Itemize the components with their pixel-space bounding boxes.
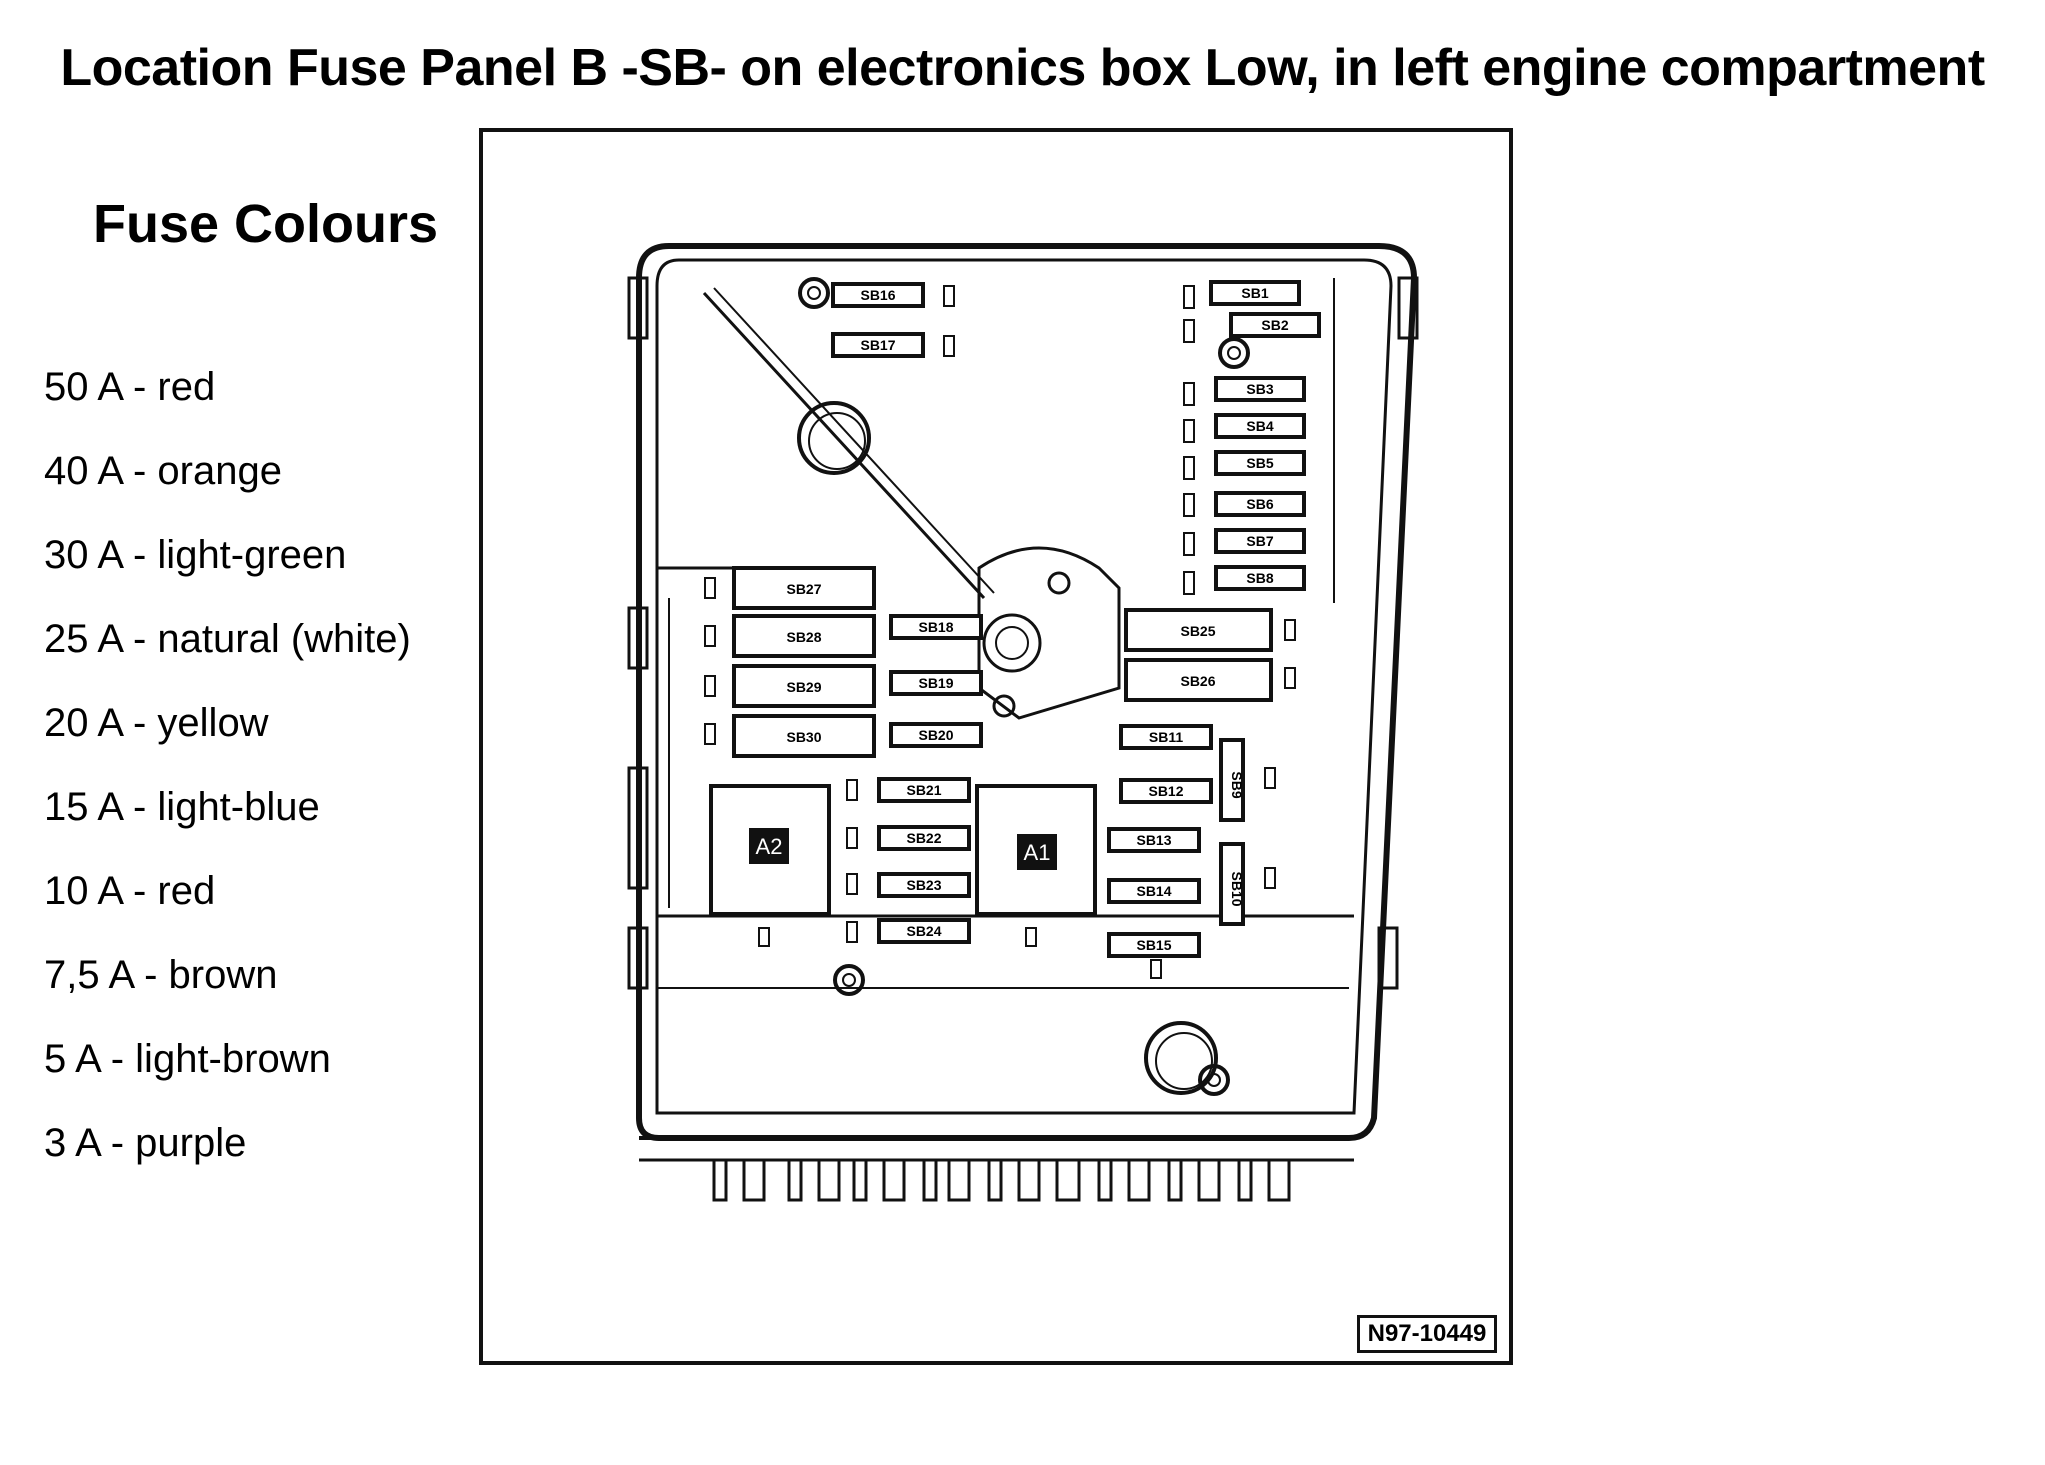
svg-text:SB16: SB16 (860, 287, 895, 303)
diagram-reference-label: N97-10449 (1357, 1315, 1497, 1353)
svg-text:SB7: SB7 (1246, 533, 1273, 549)
svg-text:SB26: SB26 (1180, 673, 1215, 689)
fuse-sb10: SB10 (1219, 842, 1245, 926)
fuse-sb6: SB6 (1214, 491, 1306, 517)
relay-a1: A1 (975, 784, 1097, 916)
legend-item: 30 A - light-green (44, 533, 347, 577)
svg-text:SB17: SB17 (860, 337, 895, 353)
fuse-sb11: SB11 (1119, 724, 1213, 750)
svg-text:SB25: SB25 (1180, 623, 1215, 639)
fuse-sb14: SB14 (1107, 878, 1201, 904)
svg-text:SB18: SB18 (918, 619, 953, 635)
fuse-sb17: SB17 (831, 332, 925, 358)
fuse-sb8: SB8 (1214, 565, 1306, 591)
svg-text:SB19: SB19 (918, 675, 953, 691)
fuse-sb19: SB19 (889, 670, 983, 696)
fuse-sb16: SB16 (831, 282, 925, 308)
svg-text:SB5: SB5 (1246, 455, 1273, 471)
svg-text:SB2: SB2 (1261, 317, 1288, 333)
fuse-sb9: SB9 (1219, 738, 1245, 822)
fuse-sb3: SB3 (1214, 376, 1306, 402)
svg-text:SB29: SB29 (786, 679, 821, 695)
fuse-sb1: SB1 (1209, 280, 1301, 306)
fuse-sb2: SB2 (1229, 312, 1321, 338)
legend-item: 40 A - orange (44, 449, 282, 493)
fuse-sb27: SB27 (732, 566, 876, 610)
svg-text:SB24: SB24 (906, 923, 941, 939)
fuse-sb24: SB24 (877, 918, 971, 944)
relay-a2: A2 (709, 784, 831, 916)
fuse-sb7: SB7 (1214, 528, 1306, 554)
legend-item: 25 A - natural (white) (44, 617, 411, 661)
svg-text:SB1: SB1 (1241, 285, 1268, 301)
fuse-colour-legend: 50 A - red 40 A - orange 30 A - light-gr… (44, 363, 411, 1203)
svg-text:SB3: SB3 (1246, 381, 1273, 397)
fuse-box-diagram: A2 A1 SB16 SB17 SB1 SB2 SB3 SB4 SB5 SB6 … (627, 243, 1419, 1202)
svg-text:SB21: SB21 (906, 782, 941, 798)
fuse-sb20: SB20 (889, 722, 983, 748)
legend-heading: Fuse Colours (93, 194, 439, 254)
svg-text:A2: A2 (756, 834, 783, 859)
legend-item: 7,5 A - brown (44, 953, 278, 997)
central-terminal (977, 546, 1121, 720)
svg-text:SB4: SB4 (1246, 418, 1273, 434)
svg-text:SB10: SB10 (1229, 871, 1245, 906)
fuse-sb29: SB29 (732, 664, 876, 708)
diagram-frame (479, 128, 1513, 1365)
fuse-sb15: SB15 (1107, 932, 1201, 958)
svg-text:SB11: SB11 (1149, 729, 1183, 745)
fuse-sb23: SB23 (877, 872, 971, 898)
svg-text:SB14: SB14 (1136, 883, 1171, 899)
fuse-sb5: SB5 (1214, 450, 1306, 476)
svg-text:SB8: SB8 (1246, 570, 1273, 586)
legend-item: 20 A - yellow (44, 701, 269, 745)
fuse-sb30: SB30 (732, 714, 876, 758)
svg-text:SB27: SB27 (786, 581, 821, 597)
svg-text:A1: A1 (1024, 840, 1051, 865)
legend-item: 3 A - purple (44, 1121, 247, 1165)
svg-text:SB6: SB6 (1246, 496, 1273, 512)
page-title: Location Fuse Panel B -SB- on electronic… (60, 39, 1985, 97)
slot-markers (704, 285, 1296, 979)
mounting-holes (797, 277, 1250, 1096)
fuse-sb18: SB18 (889, 614, 983, 640)
fuse-sb12: SB12 (1119, 778, 1213, 804)
legend-item: 50 A - red (44, 365, 216, 409)
svg-text:SB23: SB23 (906, 877, 941, 893)
fuse-sb26: SB26 (1124, 658, 1273, 702)
svg-text:SB28: SB28 (786, 629, 821, 645)
svg-text:SB9: SB9 (1229, 771, 1245, 798)
fuse-sb13: SB13 (1107, 827, 1201, 853)
legend-item: 5 A - light-brown (44, 1037, 331, 1081)
legend-item: 10 A - red (44, 869, 216, 913)
svg-text:SB15: SB15 (1136, 937, 1171, 953)
svg-text:SB30: SB30 (786, 729, 821, 745)
svg-text:SB13: SB13 (1136, 832, 1171, 848)
fuse-sb22: SB22 (877, 825, 971, 851)
fuse-sb28: SB28 (732, 614, 876, 658)
fuse-sb4: SB4 (1214, 413, 1306, 439)
svg-text:SB22: SB22 (906, 830, 941, 846)
fuse-sb25: SB25 (1124, 608, 1273, 652)
svg-text:SB20: SB20 (918, 727, 953, 743)
fuse-sb21: SB21 (877, 777, 971, 803)
legend-item: 15 A - light-blue (44, 785, 320, 829)
svg-text:SB12: SB12 (1148, 783, 1183, 799)
